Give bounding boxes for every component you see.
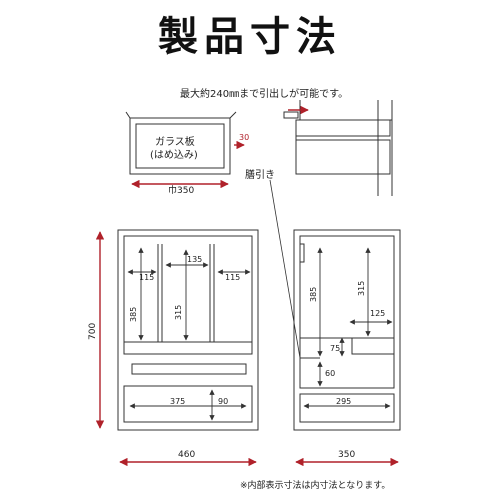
side-partial-view bbox=[283, 100, 393, 196]
side-view bbox=[293, 229, 401, 431]
front-mid-width: 135 bbox=[187, 255, 202, 264]
front-left-width: 115 bbox=[139, 273, 154, 282]
glass-panel-label: ガラス板 bbox=[155, 135, 195, 148]
front-drawer bbox=[123, 385, 253, 423]
front-upper-cabinet bbox=[123, 235, 253, 343]
top-view-outer bbox=[129, 117, 231, 175]
side-drawer-width: 295 bbox=[336, 397, 351, 406]
top-view-inner bbox=[135, 123, 225, 169]
front-width-label: 460 bbox=[178, 450, 195, 460]
footer-note: ※内部表示寸法は内寸法となります。 bbox=[240, 479, 390, 491]
side-tray-gap: 60 bbox=[325, 369, 335, 378]
total-height-label: 700 bbox=[88, 323, 98, 340]
side-upper-cabinet bbox=[299, 235, 395, 389]
front-view-outer bbox=[117, 229, 259, 431]
side-drawer bbox=[299, 393, 395, 423]
drawer-front-label: 膳引き bbox=[245, 168, 275, 181]
front-drawer-height: 90 bbox=[218, 397, 228, 406]
side-view-outer bbox=[293, 229, 401, 431]
side-shelf-depth: 125 bbox=[370, 309, 385, 318]
glass-inset-label: (はめ込み) bbox=[150, 149, 198, 161]
page-title: 製品寸法 bbox=[158, 13, 342, 60]
drawer-front-leader bbox=[269, 179, 301, 359]
front-right-width: 115 bbox=[225, 273, 240, 282]
top-width-label: 巾350 bbox=[168, 184, 194, 196]
front-view bbox=[117, 229, 259, 431]
front-drawer-width: 375 bbox=[170, 397, 185, 406]
front-mid-height: 315 bbox=[174, 305, 183, 320]
side-tray-height: 75 bbox=[330, 344, 340, 353]
top-view bbox=[125, 111, 237, 175]
top-depth-label: 30 bbox=[239, 133, 249, 142]
side-upper-height: 315 bbox=[357, 281, 366, 296]
front-left-height: 385 bbox=[129, 307, 138, 322]
drawer-pull-note: 最大約240㎜まで引出しが可能です。 bbox=[180, 87, 348, 100]
side-inner-height: 385 bbox=[309, 287, 318, 302]
side-width-label: 350 bbox=[338, 450, 355, 460]
